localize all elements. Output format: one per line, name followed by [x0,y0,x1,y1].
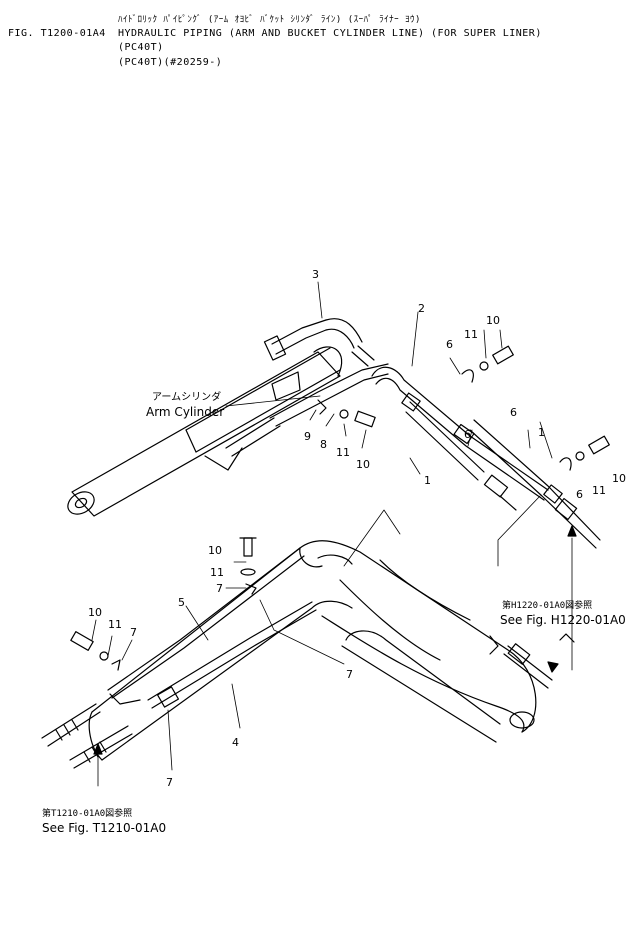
pipe-5 [107,547,305,705]
callout-4: 4 [232,736,239,749]
callout-10d: 10 [208,544,222,557]
ref-t1210-en: See Fig. T1210-01A0 [42,821,166,835]
fitting-set-left [70,631,121,671]
ref-t1210-jp: 第T1210-01A0図参照 [42,807,132,819]
callout-1a: 1 [538,426,545,439]
boom-structure [88,540,537,761]
callout-6c: 6 [464,428,471,441]
callout-11d: 11 [210,566,224,579]
callout-6a: 6 [446,338,453,351]
fitting-set-boom [239,537,257,595]
title-serial: (PC40T)(#20259-) [118,57,223,68]
callout-11c: 11 [336,446,350,459]
callout-3: 3 [312,268,319,281]
callout-7b: 7 [130,626,137,639]
callout-10a: 10 [486,314,500,327]
pipe-2 [371,366,549,501]
callout-10c: 10 [356,458,370,471]
callout-6b: 6 [510,406,517,419]
ref-arrow-right [547,525,577,673]
figure-number: FIG. T1200-01A4 [8,28,106,39]
callout-10e: 10 [88,606,102,619]
callout-7d: 7 [166,776,173,789]
ref-arrow-left [93,743,103,755]
title-kana: ﾊｲﾄﾞﾛﾘｯｸ ﾊﾟｲﾋﾟﾝｸﾞ (ｱｰﾑ ｵﾖﾋﾞ ﾊﾞｹｯﾄ ｼﾘﾝﾀﾞ … [118,15,421,25]
callout-11e: 11 [108,618,122,631]
title-model: (PC40T) [118,42,164,53]
callout-7c: 7 [346,668,353,681]
pipe-1 [405,401,601,549]
leader-lines [91,281,573,787]
callout-11a: 11 [464,328,478,341]
fitting-set-upper [317,345,610,471]
hose-ends-right [503,633,575,689]
callout-7a: 7 [216,582,223,595]
callout-9: 9 [304,430,311,443]
arm-cylinder-label-jp: アームシリンダ [152,390,221,403]
hose-ends-left [41,703,133,769]
pipe-4 [147,601,317,709]
arm-cylinder-label-en: Arm Cylinder [146,405,224,419]
hose-3 [263,318,375,367]
callout-10b: 10 [612,472,626,485]
arm-cylinder [67,346,343,517]
ref-h1220-en: See Fig. H1220-01A0 [500,613,626,627]
hose-cyl-out [269,363,389,427]
ref-h1220-jp: 第H1220-01A0図参照 [502,599,592,611]
callout-1b: 1 [424,474,431,487]
callout-8: 8 [320,438,327,451]
callout-5: 5 [178,596,185,609]
callout-11b: 11 [592,484,606,497]
callout-6d: 6 [576,488,583,501]
title-english: HYDRAULIC PIPING (ARM AND BUCKET CYLINDE… [118,28,542,39]
callout-2: 2 [418,302,425,315]
